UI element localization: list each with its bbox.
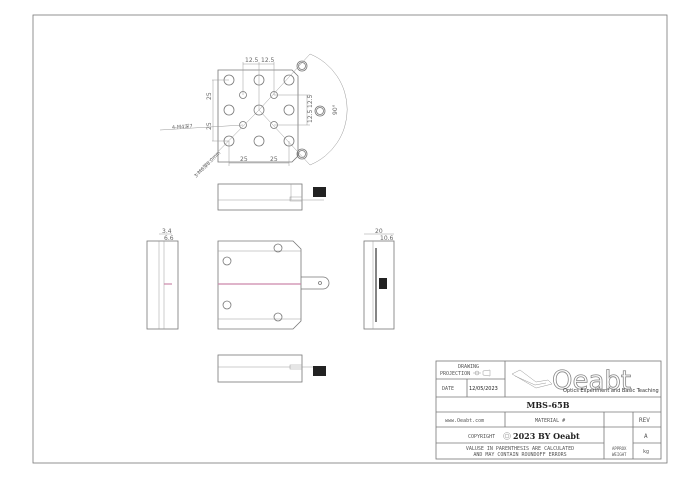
callout-holes-a: 4-M4深7 (172, 123, 193, 131)
weight-unit: kg (643, 449, 649, 455)
weight-label: WEIGHT (612, 452, 627, 457)
sheet-border (32, 14, 668, 464)
adjuster-knob-bottom (313, 366, 326, 376)
dim-left-1: 25 (206, 92, 213, 100)
note-line-1: VALUSE IN PARENTHESIS ARE CALCULATED (466, 446, 574, 452)
right-side-view: 20 10.6 (363, 228, 395, 330)
dim-right-view-a: 20 (375, 228, 383, 235)
adjuster-knob (313, 187, 326, 197)
screws (222, 243, 283, 322)
copyright-value: 2023 BY Oeabt (513, 431, 580, 441)
dim-right-2: 12.5 (307, 109, 314, 123)
top-view: 12.5 12.5 25 25 25 25 12.5 12.5 90° 4-M4… (159, 53, 348, 180)
dim-bottom-1: 25 (240, 156, 248, 163)
mounting-holes (296, 60, 326, 160)
note-line-2: AND MAY CONTAIN ROUNDOFF ERRORS (473, 452, 566, 458)
svg-text:Oeabt: Oeabt (552, 366, 631, 396)
rev-value: A (644, 433, 648, 440)
tapped-holes (223, 74, 295, 147)
dim-angle: 90° (332, 104, 339, 115)
dim-right-view-b: 10.6 (380, 235, 394, 242)
dim-top-1: 12.5 (245, 57, 259, 64)
dim-left-view-a: 3.4 (162, 228, 172, 235)
website: www.Oeabt.com (445, 418, 484, 424)
oeabt-logo: Oeabt Optics Experiment and Basic Teachi… (511, 366, 659, 396)
rev-label: REV (639, 417, 650, 424)
projection-symbol-icon (473, 369, 491, 377)
approx-label: APPROX (612, 446, 627, 451)
part-number: MBS-65B (527, 400, 570, 410)
front-view (217, 183, 326, 211)
date-label: DATE (442, 386, 454, 392)
drawing-label: DRAWING (458, 364, 479, 370)
dim-bottom-2: 25 (270, 156, 278, 163)
bottom-view (217, 354, 326, 383)
projection-label: PROJECTION (440, 371, 470, 377)
left-side-view: 3.4 6.6 (146, 228, 179, 330)
copyright-icon (503, 432, 511, 440)
dim-right-1: 12.5 (307, 94, 314, 108)
logo-subtitle: Optics Experiment and Basic Teaching (563, 388, 659, 394)
material-label: MATERIAL # (535, 418, 565, 424)
copyright-label: COPYRIGHT (468, 434, 495, 440)
date-value: 12/05/2023 (469, 386, 498, 392)
title-block: DRAWING PROJECTION DATE 12/05/2023 Oeabt… (435, 360, 662, 460)
dim-left-2: 25 (206, 122, 213, 130)
dim-left-view-b: 6.6 (164, 235, 174, 242)
callout-holes-b: 3-M6深8.0mm (192, 150, 222, 180)
center-view (217, 240, 330, 330)
dim-top-2: 12.5 (261, 57, 275, 64)
